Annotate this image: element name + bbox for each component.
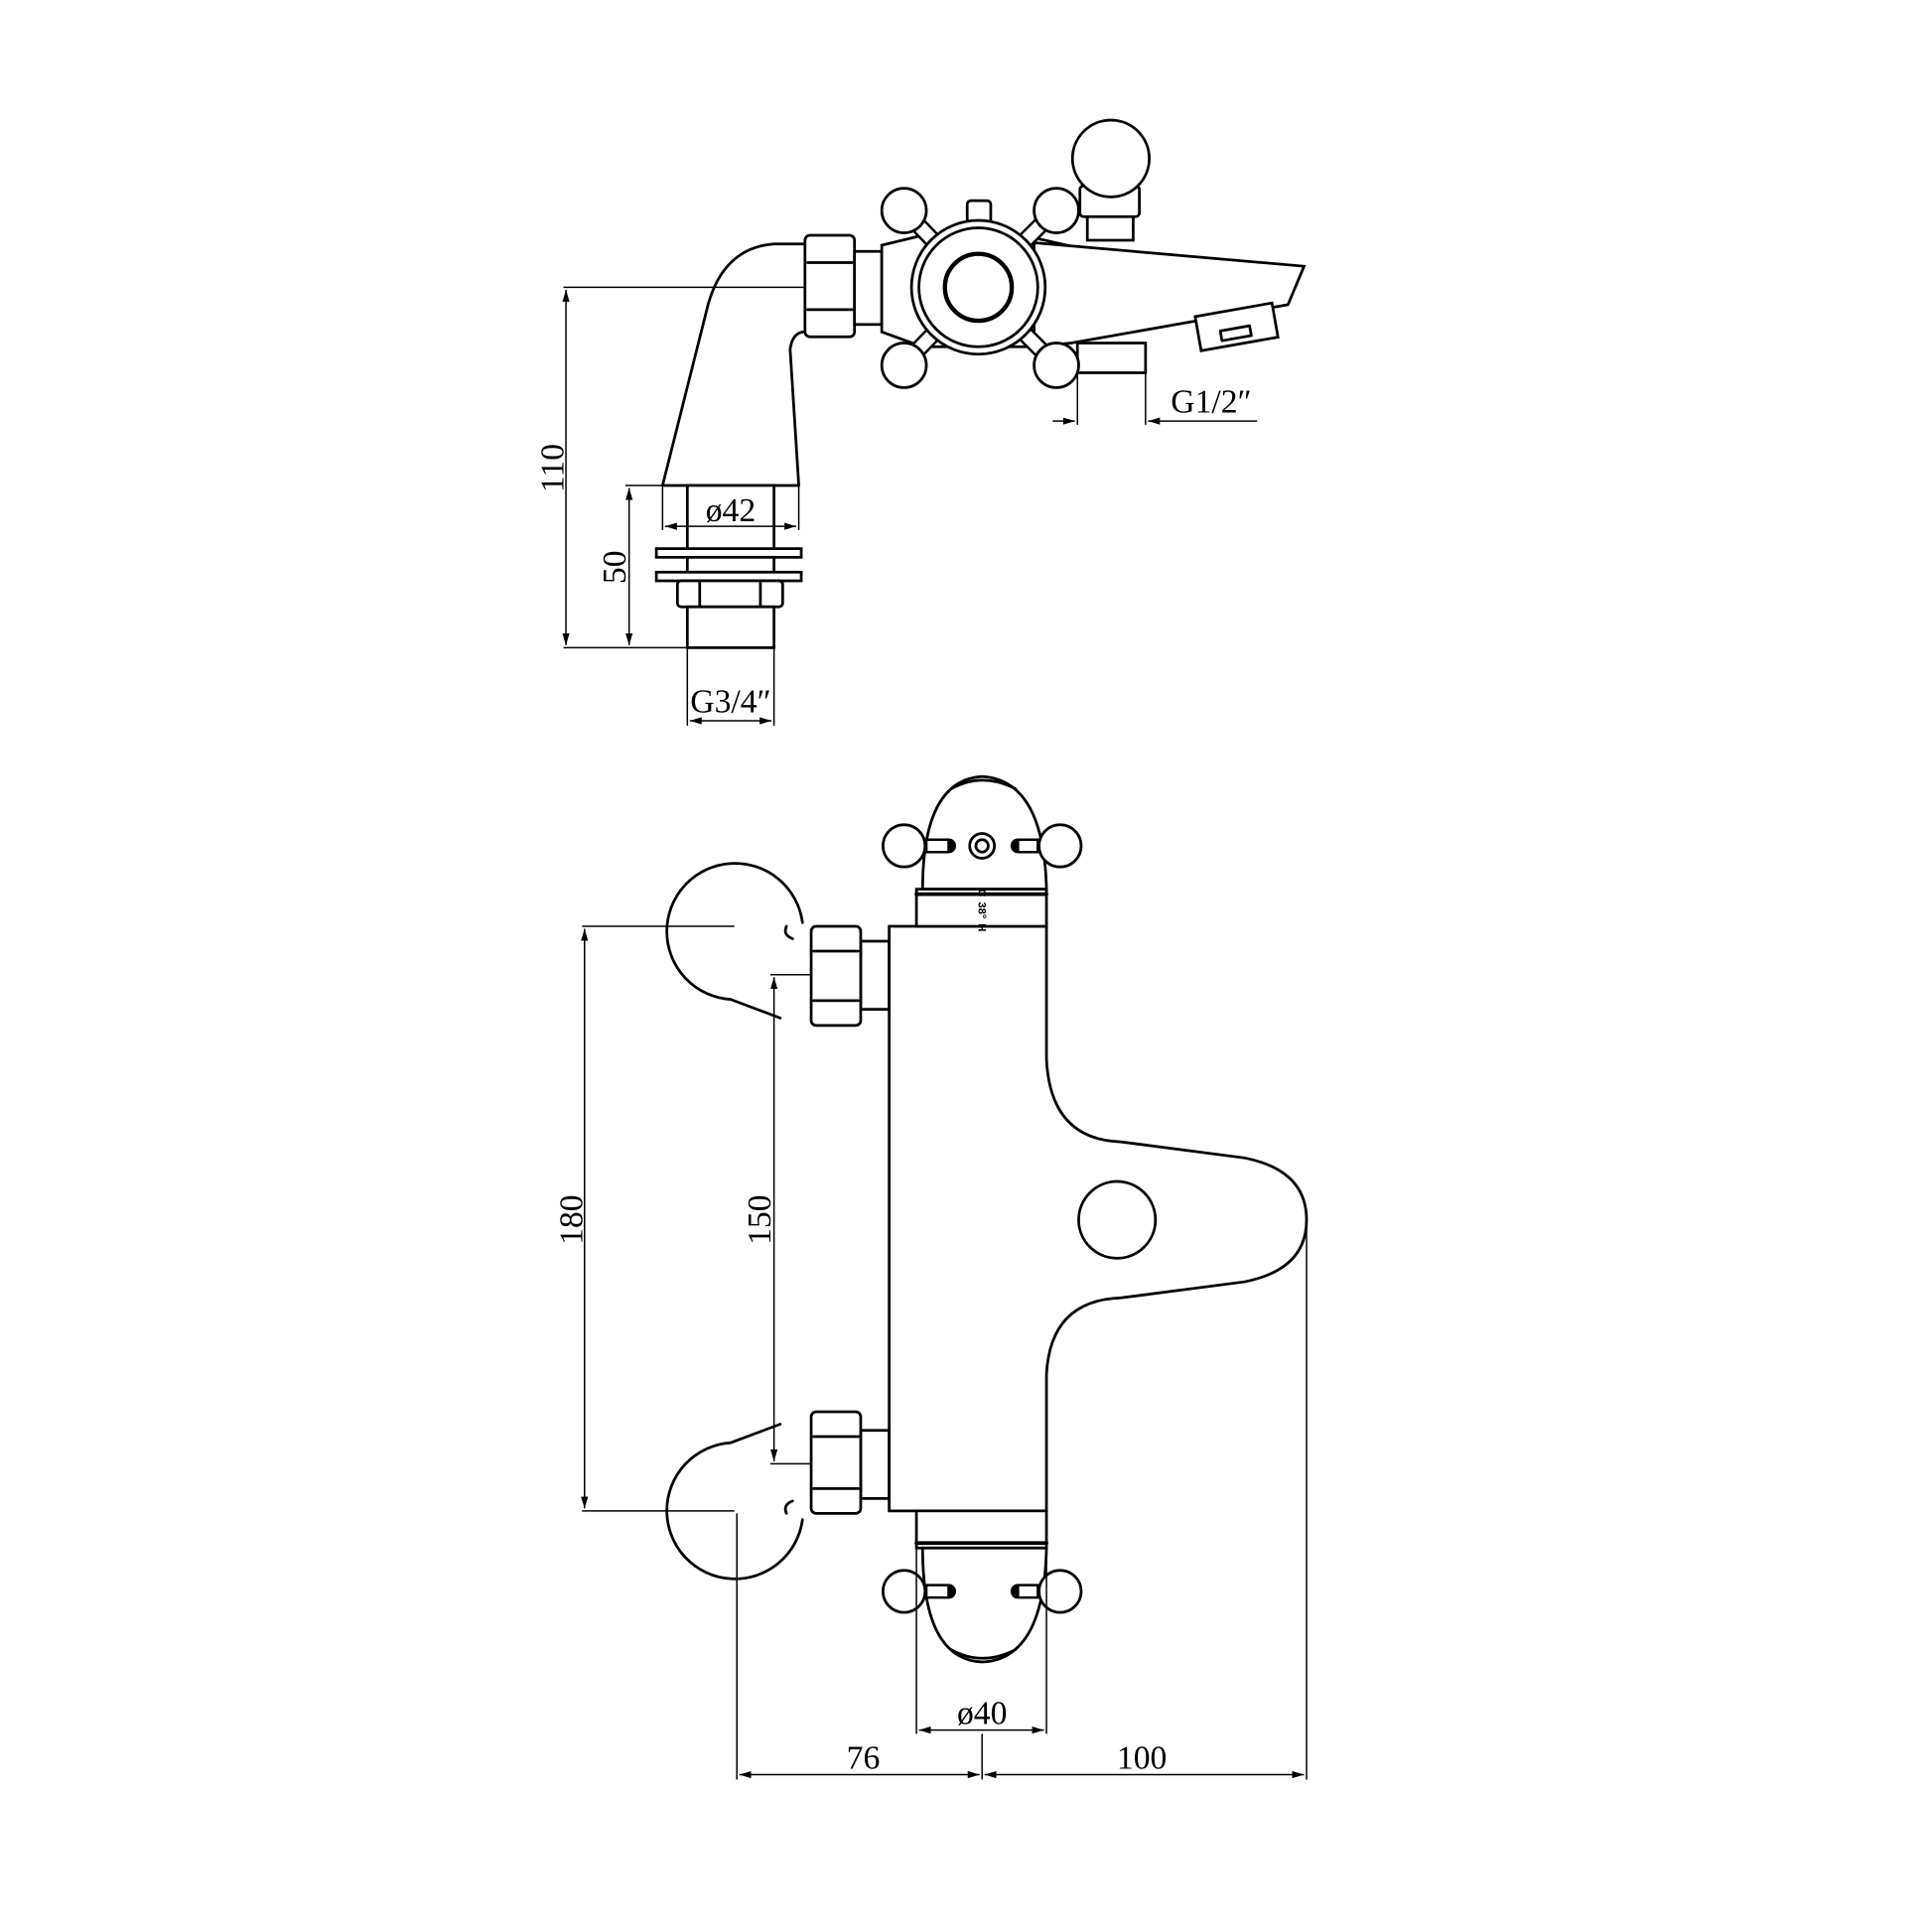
temperature-band-label: C 38° H [975, 889, 987, 931]
top-dimensions: 110 50 ø42 G3/4″ G1/2″ [535, 286, 1258, 726]
dim-diameter-40: ø40 [957, 1695, 1007, 1731]
front-dimensions: 180 150 ø40 76 100 [553, 925, 1308, 1780]
outlet-circle [1077, 1179, 1158, 1260]
elbow-tail [660, 242, 807, 487]
dim-100: 100 [1117, 1739, 1167, 1776]
temperature-handle: C 38° H [882, 774, 1083, 931]
spout [1033, 240, 1307, 348]
dim-50: 50 [597, 550, 633, 584]
top-view: 110 50 ø42 G3/4″ G1/2″ [535, 118, 1307, 726]
dim-g1-2: G1/2″ [1171, 383, 1251, 420]
dim-g3-4: G3/4″ [690, 683, 770, 720]
dim-150: 150 [742, 1194, 778, 1244]
lower-inlet-nut [809, 1410, 892, 1515]
diverter-knob [1070, 118, 1151, 242]
lower-inlet-elbow [665, 1423, 804, 1581]
upper-inlet-elbow [665, 862, 804, 1020]
outlet-connector [1075, 342, 1148, 374]
cross-handle [880, 187, 1080, 389]
tail-fitting [654, 483, 803, 649]
front-view: C 38° H 180 150 ø40 76 100 [553, 774, 1309, 1780]
dim-diameter-42: ø42 [706, 492, 756, 529]
flow-handle [882, 1509, 1083, 1664]
dim-180: 180 [553, 1194, 590, 1244]
dim-76: 76 [847, 1739, 881, 1776]
upper-inlet-nut [809, 924, 892, 1028]
svg-text:38°: 38° [975, 901, 987, 918]
dim-110: 110 [535, 444, 572, 492]
svg-text:H: H [975, 923, 987, 931]
hex-nut [803, 233, 857, 339]
svg-text:C: C [975, 889, 987, 897]
